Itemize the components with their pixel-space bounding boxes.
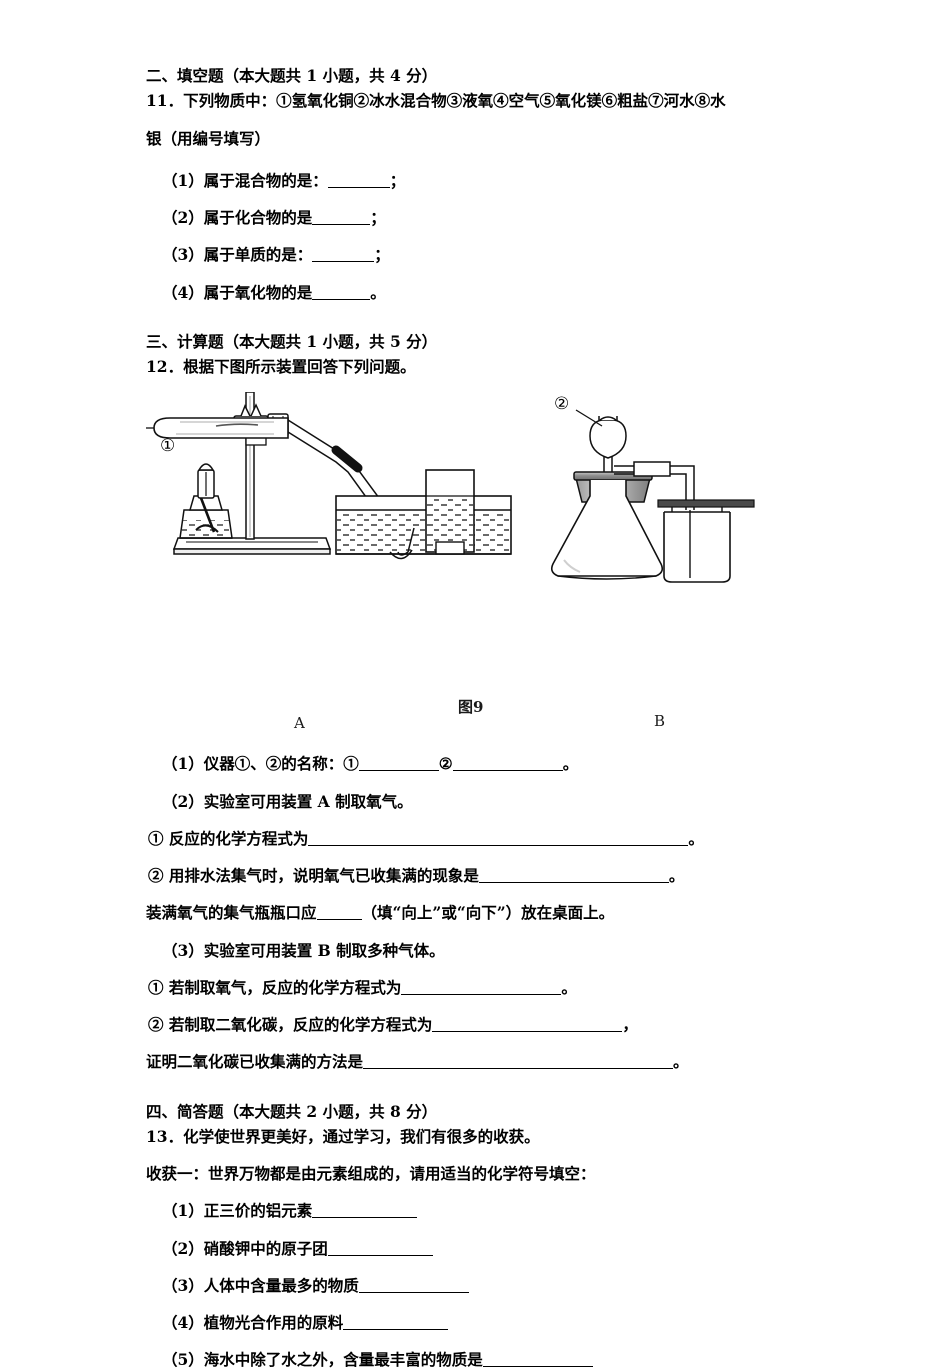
- question-12-part-6: （3）实验室可用装置 B 制取多种气体。: [162, 940, 445, 960]
- question-12-part-8-prefix: ② 若制取二氧化碳，反应的化学方程式为: [148, 1015, 433, 1034]
- marker-2-label: ②: [554, 394, 570, 415]
- question-12-number: 12．: [146, 357, 184, 376]
- question-12-part-9: 证明二氧化碳已收集满的方法是 。: [146, 1050, 826, 1073]
- question-11-number-wrap: 11．下列物质中：①氢氧化铜②冰水混合物③液氧④空气⑤氧化镁⑥粗盐⑦河水⑧水: [146, 89, 826, 112]
- page-content: 二、填空题（本大题共 1 小题，共 4 分） 11．下列物质中：①氢氧化铜②冰水…: [140, 64, 826, 1372]
- question-11-item-2-tail: ；: [370, 208, 386, 227]
- question-12-blank-equation-co2[interactable]: [432, 1018, 623, 1032]
- question-13-item-3: （3）人体中含量最多的物质: [146, 1274, 826, 1297]
- question-12-blank-instrument-1[interactable]: [358, 757, 439, 772]
- question-13-item-1: （1）正三价的铝元素: [146, 1199, 826, 1222]
- question-11-item-3: （3）属于单质的是： ；: [146, 243, 826, 266]
- question-11-blank-1[interactable]: [327, 174, 390, 188]
- question-11-item-1-tail: ；: [389, 170, 406, 190]
- question-11-blank-3[interactable]: [312, 248, 375, 263]
- question-11-item-3-label: （3）属于单质的是：: [162, 245, 313, 265]
- question-12-stem-text: 根据下图所示装置回答下列问题。: [183, 357, 416, 376]
- figure-captions: A 图9 B: [146, 692, 826, 738]
- question-12-part-7-tail: 。: [561, 977, 577, 997]
- question-13-blank-2[interactable]: [327, 1242, 433, 1256]
- question-13-blank-1[interactable]: [312, 1204, 418, 1219]
- question-12-part-3-tail: 。: [688, 828, 704, 848]
- question-12-part-8: ② 若制取二氧化碳，反应的化学方程式为 ，: [146, 1013, 826, 1036]
- question-12-blank-equation-o2-b[interactable]: [401, 981, 562, 995]
- question-12-part-3: ① 反应的化学方程式为 。: [146, 827, 826, 850]
- figure-label-b: B: [654, 712, 666, 731]
- question-12-blank-instrument-2[interactable]: [452, 757, 563, 772]
- question-11-blank-4[interactable]: [312, 286, 371, 300]
- apparatus-b: [550, 409, 755, 584]
- question-12-part-5-prefix: 装满氧气的集气瓶瓶口应: [146, 903, 317, 923]
- connecting-tube: [614, 461, 695, 511]
- question-11-item-1: （1）属于混合物的是： ；: [146, 169, 826, 192]
- test-tube: [153, 417, 289, 440]
- question-12-part-1: （1）仪器①、②的名称：① ② 。: [146, 752, 826, 775]
- gas-collecting-bottle: [657, 499, 755, 584]
- apparatus-figure: ① ②: [140, 391, 826, 692]
- figure-label-a: A: [294, 714, 305, 733]
- question-12-part-4: ② 用排水法集气时，说明氧气已收集满的现象是 。: [146, 864, 826, 887]
- question-13-stem-text: 化学使世界更美好，通过学习，我们有很多的收获。: [183, 1126, 540, 1146]
- conical-flask: [550, 480, 664, 580]
- question-12-blank-bottle-orientation[interactable]: [316, 906, 362, 921]
- section-heading-calculation: 三、计算题（本大题共 1 小题，共 5 分）: [146, 331, 438, 351]
- section-heading-fill-blank: 二、填空题（本大题共 1 小题，共 4 分）: [146, 66, 438, 85]
- question-11-number: 11．: [146, 91, 184, 111]
- question-13-item-4: （4）植物光合作用的原料: [146, 1311, 826, 1334]
- question-13-item-2-label: （2）硝酸钾中的原子团: [162, 1238, 328, 1258]
- question-13-item-4-label: （4）植物光合作用的原料: [162, 1313, 344, 1332]
- question-11-item-2: （2）属于化合物的是 ；: [146, 206, 826, 229]
- question-12-part-4-prefix: ② 用排水法集气时，说明氧气已收集满的现象是: [148, 866, 479, 885]
- question-12-part-5: 装满氧气的集气瓶瓶口应 （填“向上”或“向下”）放在桌面上。: [146, 901, 826, 924]
- question-11-item-2-label: （2）属于化合物的是: [162, 208, 313, 227]
- question-11-stem-text: 下列物质中：①氢氧化铜②冰水混合物③液氧④空气⑤氧化镁⑥粗盐⑦河水⑧水: [183, 91, 726, 111]
- question-13-subheading: 收获一：世界万物都是由元素组成的，请用适当的化学符号填空：: [146, 1164, 596, 1183]
- section-heading-short-answer: 四、简答题（本大题共 2 小题，共 8 分）: [146, 1101, 438, 1121]
- question-11-item-3-tail: ；: [374, 245, 390, 265]
- question-12-blank-co2-full-test[interactable]: [363, 1055, 674, 1070]
- apparatus-a: [140, 391, 512, 560]
- water-trough: [335, 469, 512, 560]
- question-13-item-5: （5）海水中除了水之外，含量最丰富的物质是: [146, 1348, 826, 1371]
- question-12-part-7-prefix: ① 若制取氧气，反应的化学方程式为: [148, 977, 402, 997]
- question-12-part-2: （2）实验室可用装置 A 制取氧气。: [162, 791, 413, 811]
- question-13-item-1-label: （1）正三价的铝元素: [162, 1201, 313, 1221]
- question-13-blank-4[interactable]: [343, 1316, 449, 1330]
- question-13-blank-3[interactable]: [358, 1279, 469, 1293]
- iron-stand-base: [172, 537, 332, 555]
- question-11-item-4: （4）属于氧化物的是 。: [146, 281, 826, 304]
- question-12-part-9-prefix: 证明二氧化碳已收集满的方法是: [146, 1052, 364, 1072]
- exam-page: 二、填空题（本大题共 1 小题，共 4 分） 11．下列物质中：①氢氧化铜②冰水…: [140, 66, 755, 1369]
- apparatus-diagram-svg: [140, 391, 755, 584]
- question-11-stem-line2: 银（用编号填写）: [146, 128, 271, 148]
- question-13-blank-5[interactable]: [482, 1353, 593, 1368]
- question-12-part-7: ① 若制取氧气，反应的化学方程式为 。: [146, 976, 826, 999]
- question-12-stem: 12．根据下图所示装置回答下列问题。: [146, 355, 826, 378]
- question-13-stem: 13．化学使世界更美好，通过学习，我们有很多的收获。: [146, 1125, 826, 1148]
- figure-caption-center: 图9: [458, 698, 484, 717]
- question-13-number: 13．: [146, 1126, 184, 1146]
- question-12-part-1-tail: 。: [562, 754, 579, 774]
- question-13-item-3-label: （3）人体中含量最多的物质: [162, 1275, 359, 1295]
- question-12-part-3-prefix: ① 反应的化学方程式为: [148, 828, 309, 848]
- alcohol-lamp: [179, 463, 233, 539]
- question-12-blank-full-phenomenon[interactable]: [478, 869, 669, 883]
- question-11-item-1-label: （1）属于混合物的是：: [162, 170, 328, 190]
- marker-1-label: ①: [160, 436, 176, 457]
- question-11-item-4-label: （4）属于氧化物的是: [162, 282, 313, 302]
- question-12-part-5-tail: （填“向上”或“向下”）放在桌面上。: [361, 903, 615, 923]
- question-12-part-9-tail: 。: [673, 1052, 689, 1072]
- question-11-item-4-tail: 。: [370, 282, 386, 302]
- question-12-part-8-tail: ，: [622, 1015, 638, 1034]
- question-13-item-2: （2）硝酸钾中的原子团: [146, 1237, 826, 1260]
- question-12-blank-equation-o2-a[interactable]: [308, 832, 689, 846]
- marker-2-leader: [575, 409, 603, 427]
- question-11-blank-2[interactable]: [312, 211, 371, 225]
- question-12-part-4-tail: 。: [668, 866, 685, 885]
- question-12-part-1-prefix: （1）仪器①、②的名称：①: [162, 754, 359, 774]
- question-12-part-1-middle: ②: [438, 754, 453, 774]
- question-13-item-5-label: （5）海水中除了水之外，含量最丰富的物质是: [162, 1350, 483, 1370]
